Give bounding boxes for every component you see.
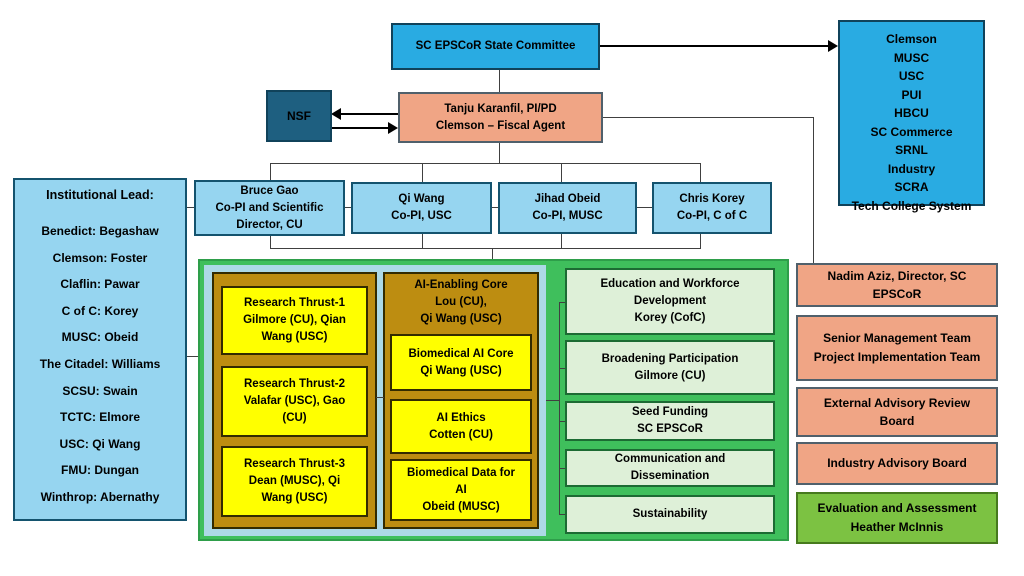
pi-box: Tanju Karanfil, PI/PD Clemson – Fiscal A… (398, 92, 603, 143)
gap-link (376, 397, 384, 398)
prog-stub-3 (559, 421, 566, 422)
connector-to-green (492, 248, 493, 260)
copi-box-qi-wang: Qi Wang Co-PI, USC (351, 182, 492, 234)
research-thrust-1-box: Research Thrust-1 Gilmore (CU), Qian Wan… (221, 286, 368, 355)
biomedical-ai-core-box: Biomedical AI Core Qi Wang (USC) (390, 334, 532, 391)
industry-advisory-box: Industry Advisory Board (796, 442, 998, 485)
nsf-box: NSF (266, 90, 332, 142)
feeder-line (546, 400, 560, 401)
stub-top-1 (270, 163, 271, 180)
connector-committee-members (600, 45, 830, 47)
ai-core-header: AI-Enabling Core Lou (CU), Qi Wang (USC) (414, 278, 508, 325)
stub-top-4 (700, 163, 701, 182)
connector-pi-right-h (602, 117, 813, 118)
broadening-participation-box: Broadening Participation Gilmore (CU) (565, 340, 775, 395)
member-orgs-box: Clemson MUSC USC PUI HBCU SC Commerce SR… (838, 20, 985, 213)
connector-committee-pi (499, 70, 500, 92)
state-committee-box: SC EPSCoR State Committee (391, 23, 600, 70)
connector-copi-top-h (270, 163, 701, 164)
copi-box-bruce-gao: Bruce Gao Co-PI and Scientific Director,… (194, 180, 345, 236)
stub-top-3 (561, 163, 562, 182)
copi-box-jihad-obeid: Jihad Obeid Co-PI, MUSC (498, 182, 637, 234)
connector-pi-down (499, 142, 500, 163)
prog-stub-5 (559, 514, 566, 515)
institutional-lead-title: Institutional Lead: (46, 188, 154, 202)
stub-inst-green (187, 356, 204, 357)
connector-copi-bot-h (270, 248, 701, 249)
prog-stub-2 (559, 368, 566, 369)
institutional-lead-box: Institutional Lead: Benedict: Begashaw C… (13, 178, 187, 521)
copi-box-chris-korey: Chris Korey Co-PI, C of C (652, 182, 772, 234)
director-box: Nadim Aziz, Director, SC EPSCoR (796, 263, 998, 307)
prog-stub-4 (559, 468, 566, 469)
institutional-lead-items: Benedict: Begashaw Clemson: Foster Clafl… (39, 224, 161, 504)
communication-box: Communication and Dissemination (565, 449, 775, 487)
arrowhead-nsf (331, 108, 341, 120)
link-bruce-qi (345, 207, 352, 208)
arrowhead-members (828, 40, 838, 52)
external-advisory-box: External Advisory Review Board (796, 387, 998, 437)
program-vline (559, 302, 560, 514)
stub-bot-4 (700, 234, 701, 248)
stub-top-2 (422, 163, 423, 182)
research-thrust-3-box: Research Thrust-3 Dean (MUSC), Qi Wang (… (221, 446, 368, 517)
link-qi-jihad (491, 207, 499, 208)
sustainability-box: Sustainability (565, 495, 775, 534)
connector-pi-right-v (813, 117, 814, 263)
evaluation-assessment-box: Evaluation and Assessment Heather McInni… (796, 492, 998, 544)
prog-stub-1 (559, 302, 566, 303)
arrow-nsf-to-pi (332, 127, 390, 129)
biomedical-data-box: Biomedical Data for AI Obeid (MUSC) (390, 459, 532, 521)
arrow-pi-to-nsf (340, 113, 398, 115)
link-inst-bruce (187, 207, 198, 208)
senior-management-box: Senior Management Team Project Implement… (796, 315, 998, 381)
stub-bot-3 (561, 234, 562, 248)
arrowhead-pi (388, 122, 398, 134)
ai-ethics-box: AI Ethics Cotten (CU) (390, 399, 532, 454)
link-jihad-chris (637, 207, 653, 208)
stub-bot-1 (270, 234, 271, 248)
seed-funding-box: Seed Funding SC EPSCoR (565, 401, 775, 441)
stub-bot-2 (422, 234, 423, 248)
education-workforce-box: Education and Workforce Development Kore… (565, 268, 775, 335)
research-thrust-2-box: Research Thrust-2 Valafar (USC), Gao (CU… (221, 366, 368, 437)
